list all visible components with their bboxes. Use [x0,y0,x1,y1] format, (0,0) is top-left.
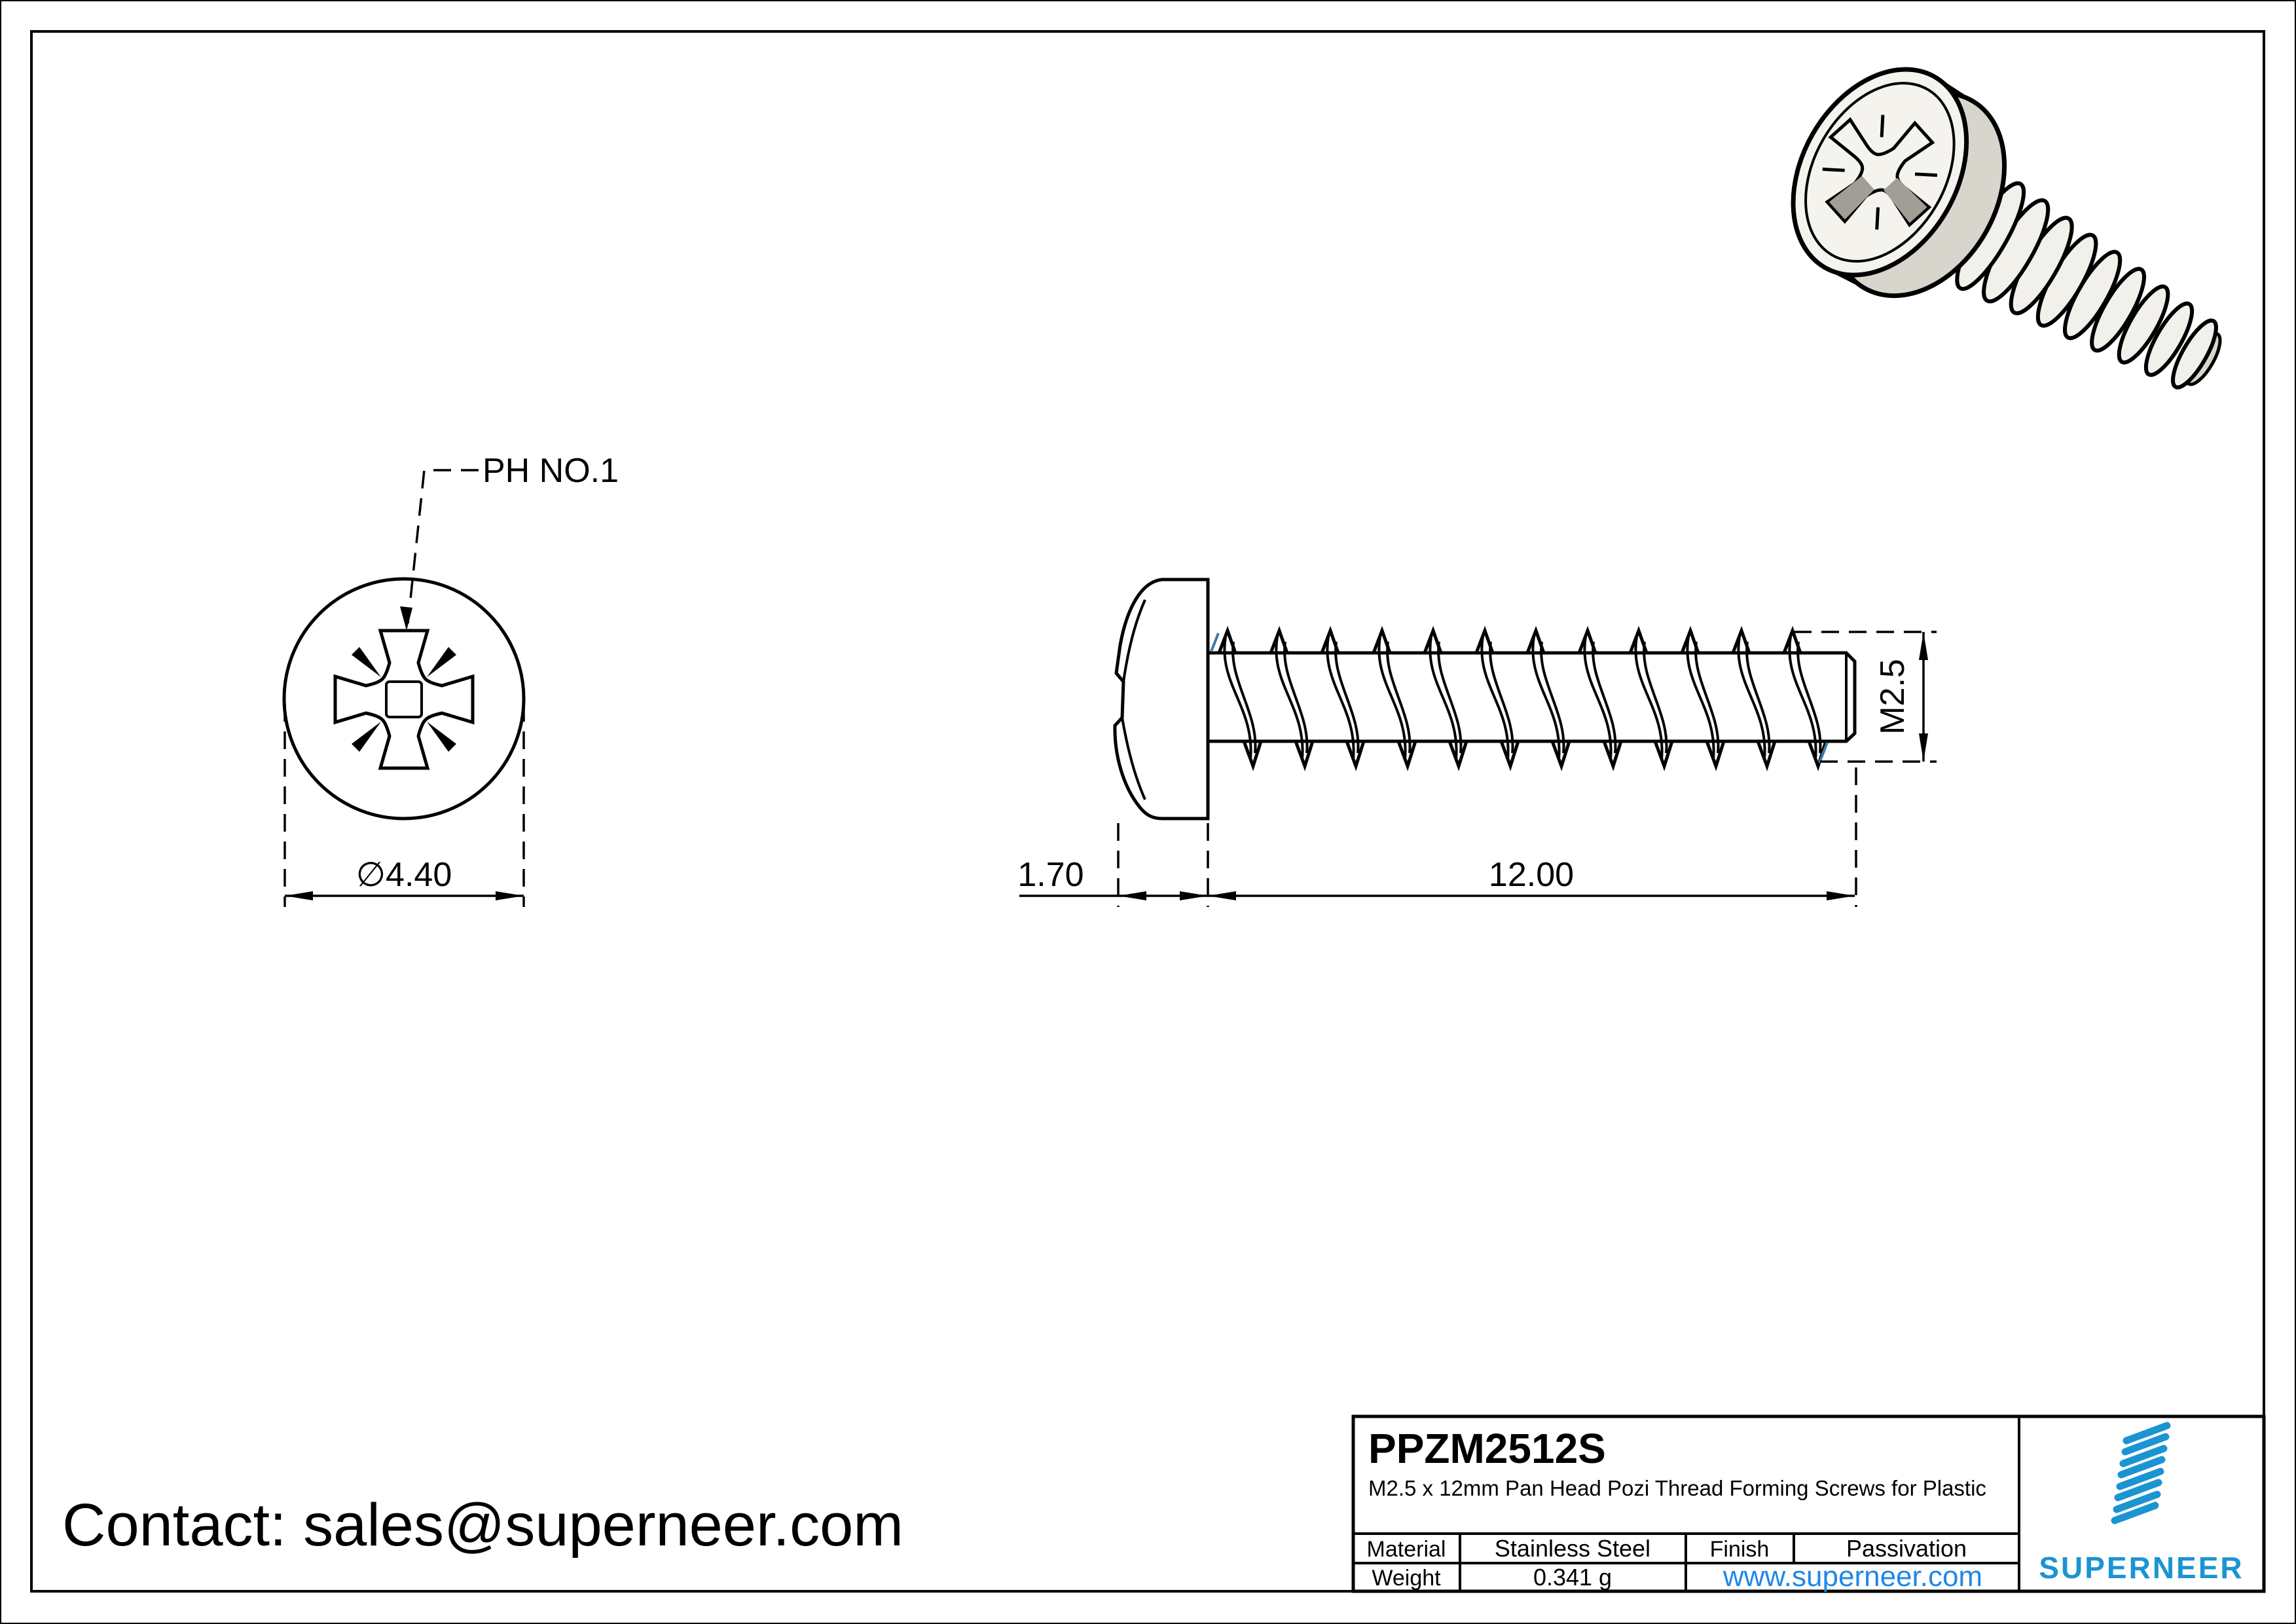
helix-start-mark [1210,633,1220,652]
pozi-tick-se [427,722,456,752]
dim-arrow [1919,733,1928,762]
thread-flank-lines [1223,636,1822,760]
pozi-recess-outline [333,629,475,770]
head-recess-profile-lines [1121,599,1146,800]
border-frame [30,30,2265,1593]
material-label: Material [1367,1537,1446,1562]
website-link[interactable]: www.superneer.com [1722,1560,1982,1593]
weight-value: 0.341 g [1533,1564,1612,1591]
dim-arrow [1919,632,1928,660]
contact-text: Contact: sales@superneer.com [62,1492,903,1559]
pozi-tick-nw [352,647,381,677]
brand-wordmark: SUPERNEER [2039,1551,2244,1585]
top-view: PH NO.1 ∅4.40 [282,452,619,907]
weight-label: Weight [1372,1566,1441,1591]
shaft-outline [1208,651,1857,743]
pozi-drive-3d [1822,115,1938,230]
head-outline-circle [282,577,526,821]
thread-coils [1928,164,2218,390]
material-value: Stainless Steel [1495,1535,1650,1562]
brand-logo-icon [2111,1422,2171,1524]
head-profile [1113,578,1210,821]
helix-end-mark [1818,742,1829,764]
drive-size-label: PH NO.1 [483,452,619,490]
thread-crests-bottom [1242,741,1828,771]
side-view: M2.5 1.70 12.00 [1017,578,1937,907]
dim-arrow [1180,891,1208,900]
drive-leader-line [407,469,479,624]
thread-crests-top [1217,625,1802,654]
pozi-center-square [385,680,423,718]
thread-diameter-dimension: M2.5 [1874,659,1912,735]
screw-head-3d [1791,67,2007,299]
thread-length-dimension: 12.00 [1489,856,1574,894]
finish-value: Passivation [1846,1535,1967,1562]
dim-arrow [1827,891,1855,900]
pozi-tick-sw [352,722,381,752]
head-diameter-dimension: ∅4.40 [356,856,452,894]
drive-leader-arrow [400,606,412,631]
part-description: M2.5 x 12mm Pan Head Pozi Thread Forming… [1368,1476,1986,1500]
dim-arrow [1118,891,1146,900]
dim-arrow [285,891,313,900]
part-number: PPZM2512S [1368,1425,1606,1472]
finish-label: Finish [1710,1537,1770,1562]
title-block: PPZM2512S M2.5 x 12mm Pan Head Pozi Thre… [1351,1414,2266,1593]
pozi-tick-ne [427,647,456,677]
dim-arrow [1208,891,1236,900]
dim-arrow [496,891,524,900]
title-block-frame [1351,1414,2266,1593]
screw-3d-render [1791,67,2222,390]
head-height-dimension: 1.70 [1017,856,1084,894]
